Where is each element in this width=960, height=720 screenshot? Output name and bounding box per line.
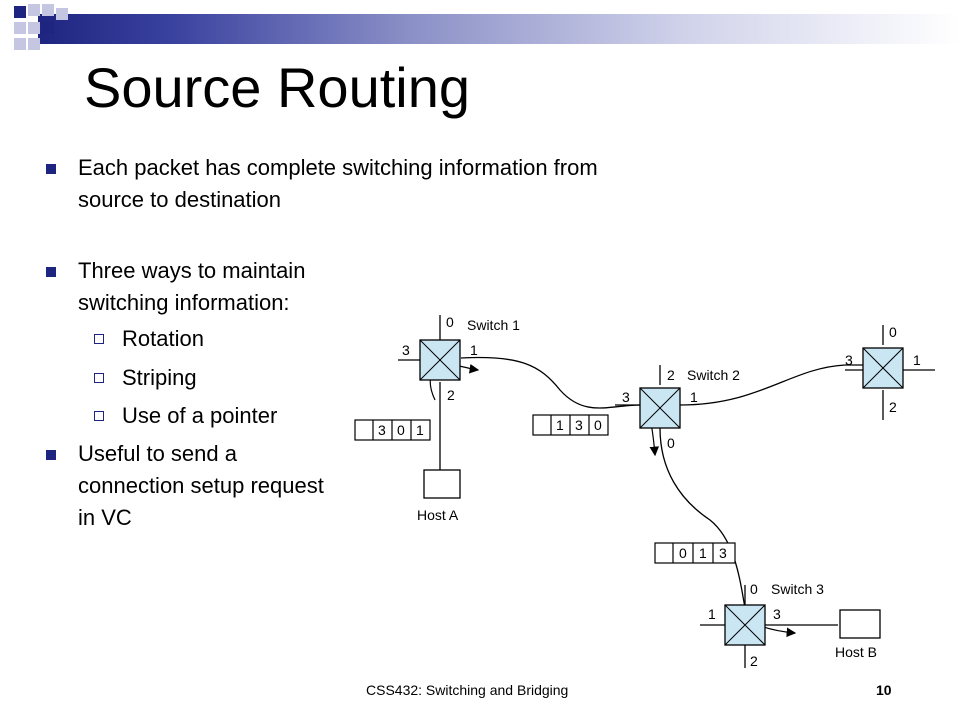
sub-bullet-text: Striping (122, 365, 197, 390)
header3-cell: 0 (679, 545, 687, 561)
hollow-square-bullet-icon (94, 411, 104, 421)
switch3-port-1: 1 (708, 606, 716, 622)
slide-title: Source Routing (84, 56, 471, 119)
switch2-port-0: 0 (667, 435, 675, 451)
bullet-text: source to destination (78, 187, 282, 212)
bullet-item: Three ways to maintain switching informa… (46, 255, 376, 319)
sub-bullet-item: Rotation (94, 323, 354, 355)
header-box-2 (532, 414, 609, 436)
switch4-port-3: 3 (845, 352, 853, 368)
bullet-item: Each packet has complete switching infor… (46, 152, 746, 216)
deco-square (56, 8, 68, 20)
title-gradient-band (38, 14, 960, 44)
deco-square (28, 4, 40, 16)
host-b-box (839, 609, 881, 639)
switch2-port-3: 3 (622, 389, 630, 405)
bullet-text: Useful to send a (78, 441, 237, 466)
sub-bullet-item: Use of a pointer (94, 400, 354, 432)
switch3-port-3: 3 (773, 606, 781, 622)
header2-cell: 0 (594, 417, 602, 433)
switch-2 (639, 387, 681, 429)
hollow-square-bullet-icon (94, 334, 104, 344)
port-stubs (398, 315, 935, 668)
hollow-square-bullet-icon (94, 373, 104, 383)
bullet-marker-icon (46, 450, 56, 460)
switch1-label: Switch 1 (467, 317, 520, 333)
sub-bullet-item: Striping (94, 362, 354, 394)
host-a-box (423, 469, 461, 499)
deco-square (42, 22, 54, 34)
bullet-text: Three ways to maintain (78, 258, 306, 283)
switch-1 (419, 339, 461, 381)
bullet-item: Useful to send a connection setup reques… (46, 438, 386, 534)
bullet-text: in VC (78, 505, 132, 530)
host-a-label: Host A (417, 507, 459, 523)
header3-cell: 1 (699, 545, 707, 561)
bullet-marker-icon (46, 164, 56, 174)
page-number: 10 (876, 682, 892, 698)
deco-square (14, 6, 26, 18)
switch2-label: Switch 2 (687, 367, 740, 383)
switch4-port-2: 2 (889, 399, 897, 415)
slide-footer: CSS432: Switching and Bridging 10 (0, 682, 960, 706)
top-decoration-bar (0, 0, 960, 52)
switch4-port-0: 0 (889, 324, 897, 340)
switch1-port-0: 0 (446, 314, 454, 330)
link-switch2-switch4 (679, 364, 865, 406)
switch1-port-2: 2 (447, 387, 455, 403)
sub-bullet-text: Rotation (122, 326, 204, 351)
bullet-text: switching information: (78, 290, 290, 315)
switch1-port-1: 1 (470, 342, 478, 358)
switch1-port-3: 3 (402, 342, 410, 358)
header-box-1 (354, 419, 431, 441)
bullet-text: Each packet has complete switching infor… (78, 155, 598, 180)
header2-cell: 1 (556, 417, 564, 433)
switch4-port-1: 1 (913, 352, 921, 368)
switch3-port-0: 0 (750, 581, 758, 597)
sub-bullet-text: Use of a pointer (122, 403, 278, 428)
switch3-label: Switch 3 (771, 581, 824, 597)
deco-square (42, 4, 54, 16)
switch2-port-2: 2 (667, 367, 675, 383)
deco-square (14, 22, 26, 34)
link-switch1-switch2 (460, 356, 641, 409)
header1-cell: 0 (397, 422, 405, 438)
header2-cell: 3 (575, 417, 583, 433)
bullet-marker-icon (46, 267, 56, 277)
deco-square (28, 38, 40, 50)
header-box-3 (654, 542, 736, 564)
header1-cell: 1 (416, 422, 424, 438)
deco-square (14, 38, 26, 50)
header3-cell: 3 (719, 545, 727, 561)
header1-cell: 3 (378, 422, 386, 438)
switch-4 (862, 347, 904, 389)
host-b-label: Host B (835, 644, 877, 660)
switch-3 (724, 604, 766, 646)
footer-course-title: CSS432: Switching and Bridging (366, 682, 569, 698)
link-switch2-switch3 (659, 427, 746, 609)
bullet-text: connection setup request (78, 473, 324, 498)
switch3-port-2: 2 (750, 653, 758, 669)
deco-square (28, 22, 40, 34)
switch2-port-1: 1 (690, 389, 698, 405)
